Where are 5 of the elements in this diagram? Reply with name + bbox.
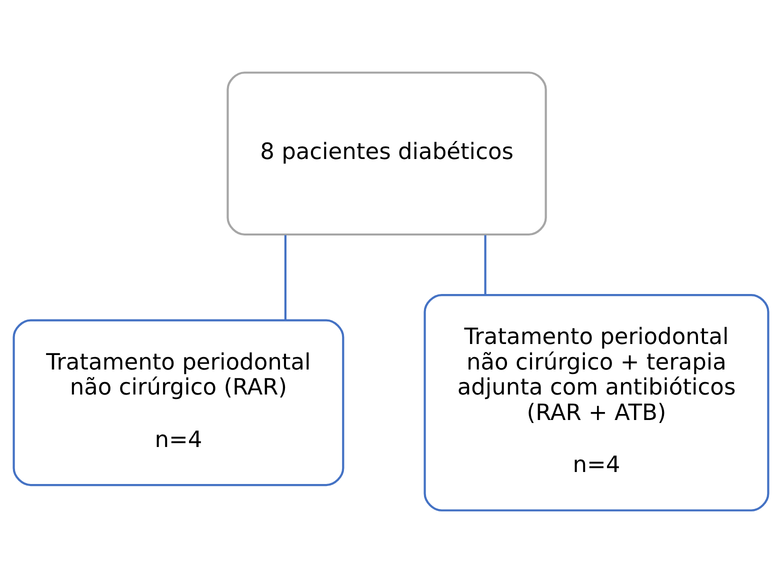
node-box: Tratamento periodontal não cirúrgico + terapia adjunta com antibióticos (RAR + ATB) n=4 [424,294,770,512]
connector [284,235,286,320]
node-box: Tratamento periodontal não cirúrgico (RAR) n=4 [12,319,344,486]
node-box: 8 pacientes diabéticos [226,72,547,236]
connector [484,235,486,295]
